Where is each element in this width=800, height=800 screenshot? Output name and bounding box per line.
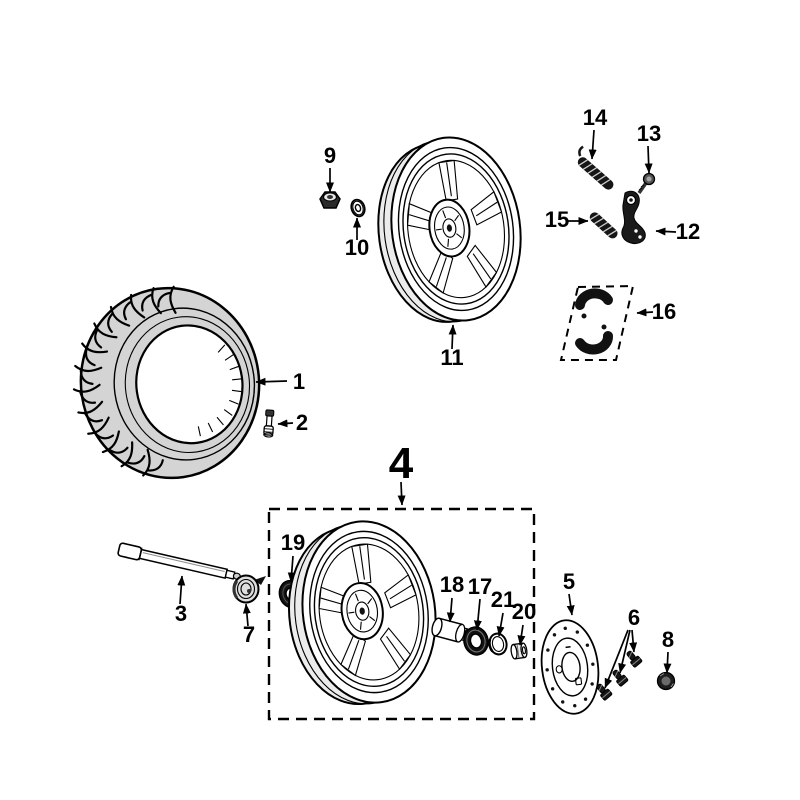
part-10-washer	[350, 198, 366, 218]
part-3-axle	[117, 542, 241, 580]
callout-arrow-20	[517, 624, 526, 646]
callout-label-7: 7	[243, 622, 255, 647]
callout-arrow-6b	[618, 629, 631, 674]
part-16-brake-shoes	[575, 288, 613, 355]
callout-arrow-7	[242, 603, 251, 627]
callout-label-11: 11	[440, 345, 463, 370]
callout-label-13: 13	[637, 121, 661, 146]
part-2-valve-stem	[263, 409, 275, 438]
callout-arrow-1	[255, 377, 288, 386]
callout-label-2: 2	[296, 410, 308, 435]
callout-label-19: 19	[281, 530, 305, 555]
tire-bead-hatch	[197, 344, 243, 437]
callout-arrow-18	[446, 597, 455, 623]
brake-shoes-dashed-box	[559, 284, 635, 361]
part-14-spring	[577, 145, 614, 190]
wheel-assembly-dashed-box	[267, 507, 536, 721]
part-6-disc-bolts	[593, 648, 643, 702]
callout-label-12: 12	[676, 219, 700, 244]
callout-arrow-5	[566, 593, 575, 616]
part-11-wheel	[365, 128, 534, 332]
callout-label-5: 5	[563, 569, 575, 594]
callout-label-8: 8	[662, 627, 674, 652]
callout-arrow-2	[277, 419, 294, 428]
callout-arrow-17	[473, 598, 482, 631]
callout-label-10: 10	[345, 235, 369, 260]
part-21-seal	[488, 632, 508, 656]
callout-label-17: 17	[468, 574, 492, 599]
callout-arrow-11	[448, 324, 457, 350]
part-7-speedo-drive	[232, 574, 266, 604]
callout-arrow-8	[663, 651, 672, 674]
callout-label-15: 15	[545, 207, 569, 232]
callout-arrow-14	[588, 129, 597, 160]
callout-arrow-12	[655, 227, 677, 236]
callout-arrow-19	[287, 555, 296, 583]
callout-labels: 1 2 3 4 5 6 7 8 9 10 11 12 13 14 15 16 1…	[175, 105, 700, 652]
callout-arrows	[177, 129, 677, 689]
callout-label-16: 16	[652, 299, 676, 324]
callout-arrow-6a	[629, 629, 638, 653]
part-13-screw	[637, 172, 656, 195]
part-1-tire	[72, 285, 261, 480]
callout-arrow-4	[397, 481, 406, 506]
part-15-spring	[589, 212, 618, 239]
part-12-brake-cam-lever	[621, 190, 646, 244]
callout-label-14: 14	[583, 105, 608, 130]
callout-label-9: 9	[324, 143, 336, 168]
callout-label-18: 18	[440, 572, 464, 597]
callout-label-21: 21	[491, 587, 515, 612]
part-9-nut	[319, 191, 341, 209]
part-20-spacer	[510, 642, 528, 660]
callout-arrow-13	[644, 145, 653, 174]
callout-label-1: 1	[293, 369, 305, 394]
callout-arrow-21	[496, 612, 505, 637]
callout-arrow-6c	[604, 629, 629, 689]
part-5-brake-disc	[540, 619, 600, 715]
callout-arrow-3	[177, 575, 186, 605]
callout-label-3: 3	[175, 601, 187, 626]
callout-label-4: 4	[389, 439, 414, 488]
callout-label-20: 20	[512, 599, 536, 624]
part-17-bearing	[463, 626, 489, 656]
callout-arrow-16	[636, 308, 654, 317]
callout-label-6: 6	[628, 605, 640, 630]
part-8-flange-nut	[656, 671, 676, 691]
